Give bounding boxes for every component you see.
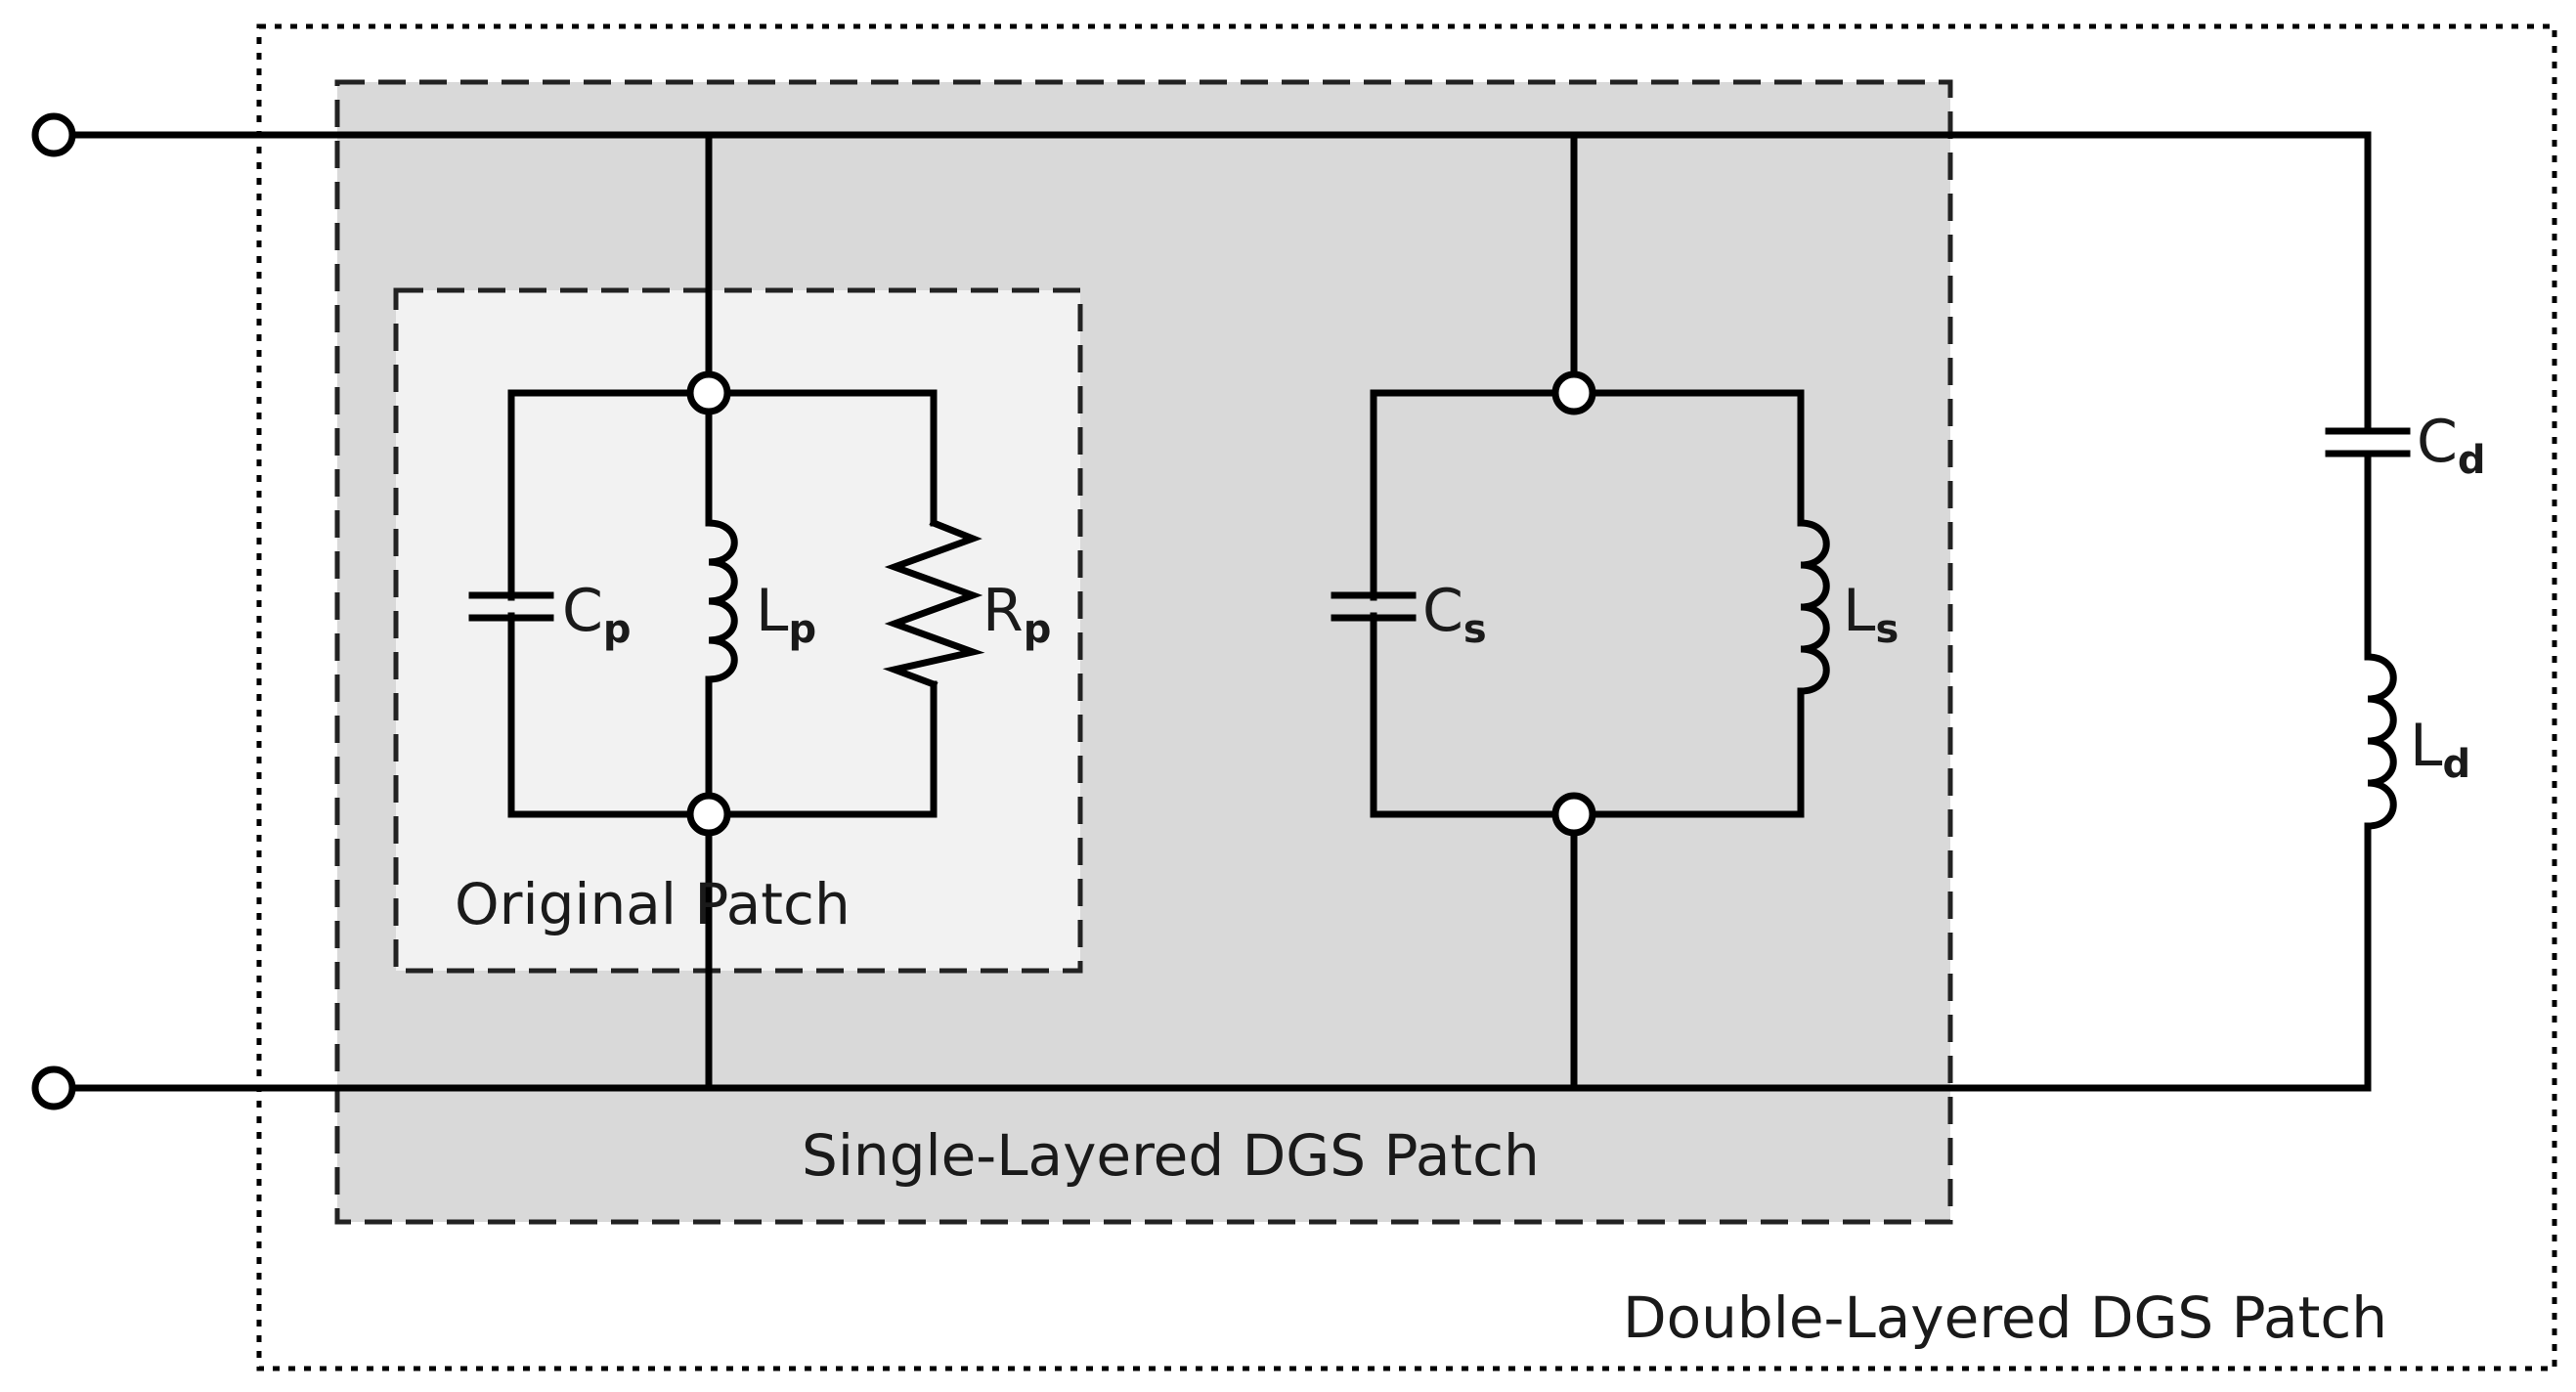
cd-capacitor-symbol — [2325, 416, 2411, 661]
ld-label: Ld — [2410, 712, 2470, 787]
original-bottom-node — [686, 792, 731, 837]
original-top-node — [686, 370, 731, 415]
cp-capacitor-symbol — [468, 591, 554, 622]
ls-label: Ls — [1843, 577, 1899, 652]
single-bottom-node — [1551, 792, 1596, 837]
lp-label: Lp — [756, 577, 816, 652]
cs-capacitor-symbol — [1331, 591, 1417, 622]
bottom-rail-wire — [50, 822, 2372, 1092]
double-layered-label: Double-Layered DGS Patch — [1623, 1284, 2387, 1351]
cs-label: Cs — [1422, 577, 1487, 652]
rp-resistor-symbol — [882, 518, 985, 689]
single-layered-label: Single-Layered DGS Patch — [802, 1122, 1540, 1189]
original-patch-label: Original Patch — [455, 871, 851, 937]
lp-inductor-symbol — [705, 389, 738, 818]
input-terminal-top — [31, 112, 76, 157]
ls-inductor-symbol — [1797, 519, 1830, 695]
rp-label: Rp — [982, 577, 1051, 652]
top-rail-wire — [50, 131, 2372, 424]
single-top-node — [1551, 370, 1596, 415]
cd-label: Cd — [2417, 408, 2486, 483]
input-terminal-bottom — [31, 1066, 76, 1110]
cp-label: Cp — [562, 577, 632, 652]
ld-inductor-symbol — [2364, 653, 2397, 830]
